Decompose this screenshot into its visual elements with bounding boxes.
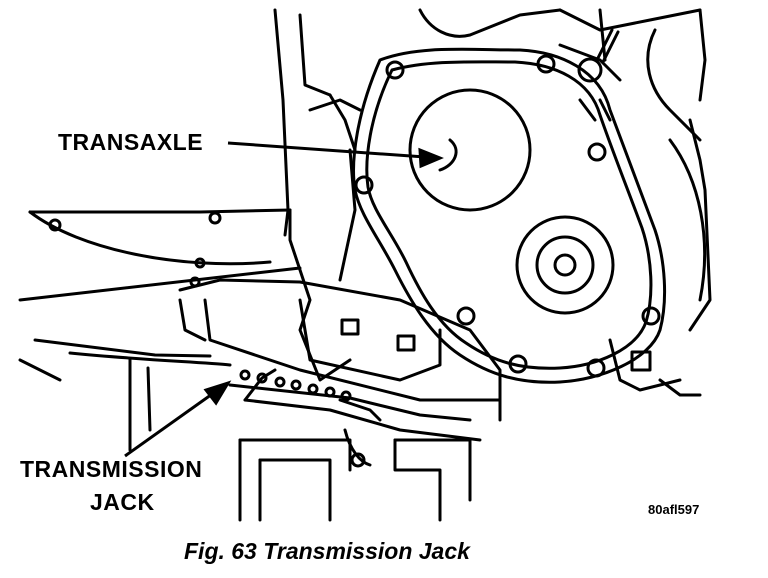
transmission-jack-label-line1: TRANSMISSION bbox=[20, 456, 203, 482]
transaxle-label: TRANSAXLE bbox=[58, 129, 204, 155]
lower-housing bbox=[178, 93, 502, 422]
transaxle-case bbox=[352, 47, 667, 384]
engine-background bbox=[273, 8, 712, 332]
jack-arrow bbox=[124, 380, 232, 458]
mount-bracket bbox=[608, 338, 702, 397]
figure-caption: Fig. 63 Transmission Jack bbox=[184, 538, 470, 564]
floor-panel bbox=[18, 208, 302, 367]
transmission-jack-label-line2: JACK bbox=[90, 489, 155, 515]
transmission-jack-illustration bbox=[18, 8, 712, 522]
figure-code: 80afl597 bbox=[648, 502, 700, 517]
transmission-jack bbox=[18, 358, 482, 522]
transaxle-arrow bbox=[227, 141, 444, 169]
